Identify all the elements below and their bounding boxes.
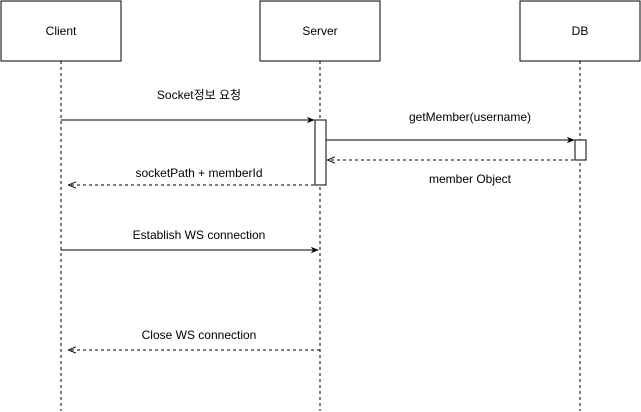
message-socket-path: socketPath + memberId — [69, 166, 314, 185]
participant-server: Server — [259, 0, 381, 62]
participant-client: Client — [0, 0, 122, 62]
message-label: Socket정보 요청 — [157, 88, 241, 102]
message-label: member Object — [429, 172, 512, 186]
participant-db: DB — [519, 0, 641, 62]
message-label: socketPath + memberId — [135, 166, 262, 180]
participant-client-label: Client — [46, 24, 77, 38]
message-label: Establish WS connection — [133, 228, 266, 242]
message-get-member: getMember(username) — [326, 110, 575, 144]
participant-server-label: Server — [302, 24, 337, 38]
activation-db — [574, 139, 587, 161]
message-close-ws: Close WS connection — [69, 328, 320, 350]
message-member-object: member Object — [328, 160, 574, 186]
message-label: Close WS connection — [142, 328, 257, 342]
activation-server — [314, 119, 327, 186]
message-establish-ws: Establish WS connection — [61, 228, 319, 254]
message-socket-info-request: Socket정보 요청 — [61, 88, 315, 124]
participant-db-label: DB — [572, 24, 589, 38]
message-label: getMember(username) — [409, 110, 531, 124]
